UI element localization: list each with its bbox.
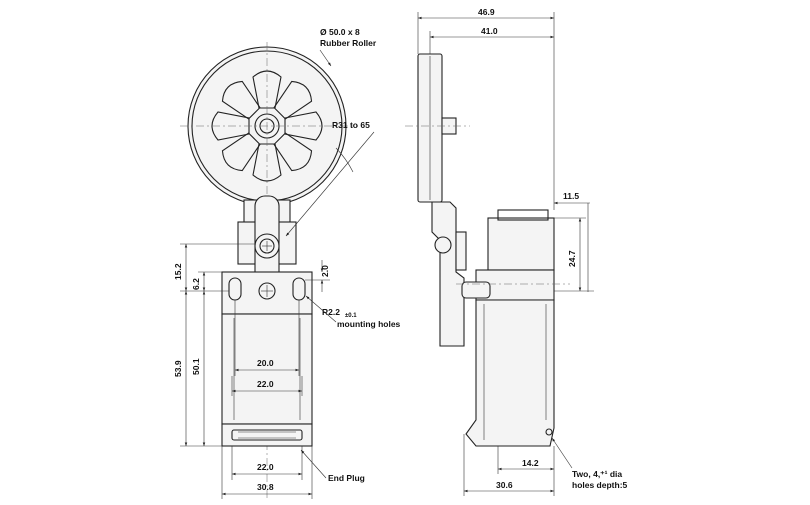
dim-30-8: 30.8 xyxy=(257,482,274,492)
dim-11-5: 11.5 xyxy=(563,191,579,201)
end-plug xyxy=(221,423,313,447)
roller-material-note: Rubber Roller xyxy=(320,38,377,48)
switch-body-side xyxy=(461,209,555,447)
dim-2-0: 2.0 xyxy=(320,265,330,277)
dim-24-7: 24.7 xyxy=(567,250,577,267)
dim-46-9: 46.9 xyxy=(478,7,495,17)
lever-arm-side xyxy=(431,201,467,347)
side-view: 46.9 41.0 11.5 24.7 14.2 30.6 Two, 4,⁺¹ … xyxy=(405,7,628,496)
hole-radius-note: R2.2 xyxy=(322,307,340,317)
dim-14-2: 14.2 xyxy=(522,458,539,468)
end-plug-label: End Plug xyxy=(328,473,365,483)
roller-side xyxy=(417,53,457,203)
roller-size-note: Ø 50.0 x 8 xyxy=(320,27,360,37)
dim-30-6: 30.6 xyxy=(496,480,513,490)
roller-spokes xyxy=(211,70,323,182)
mounting-holes-note: mounting holes xyxy=(337,319,401,329)
dim-22-0-upper: 22.0 xyxy=(257,379,274,389)
dim-41-0: 41.0 xyxy=(481,26,498,36)
dim-22-0-lower: 22.0 xyxy=(257,462,274,472)
dim-6-2: 6.2 xyxy=(191,278,201,290)
hole-tolerance-note: ±0.1 xyxy=(345,313,357,319)
holes-note-line2: holes depth:5 xyxy=(572,480,628,490)
holes-note-line1: Two, 4,⁺¹ dia xyxy=(572,469,622,479)
front-view: Ø 50.0 x 8 Rubber Roller R31 to 65 15.2 … xyxy=(173,27,401,500)
switch-body xyxy=(221,313,313,425)
dim-20-0: 20.0 xyxy=(257,358,274,368)
switch-head xyxy=(221,271,313,315)
dim-15-2: 15.2 xyxy=(173,263,183,280)
dim-50-1: 50.1 xyxy=(191,358,201,375)
dim-53-9: 53.9 xyxy=(173,360,183,377)
radius-range-note: R31 to 65 xyxy=(332,120,370,130)
